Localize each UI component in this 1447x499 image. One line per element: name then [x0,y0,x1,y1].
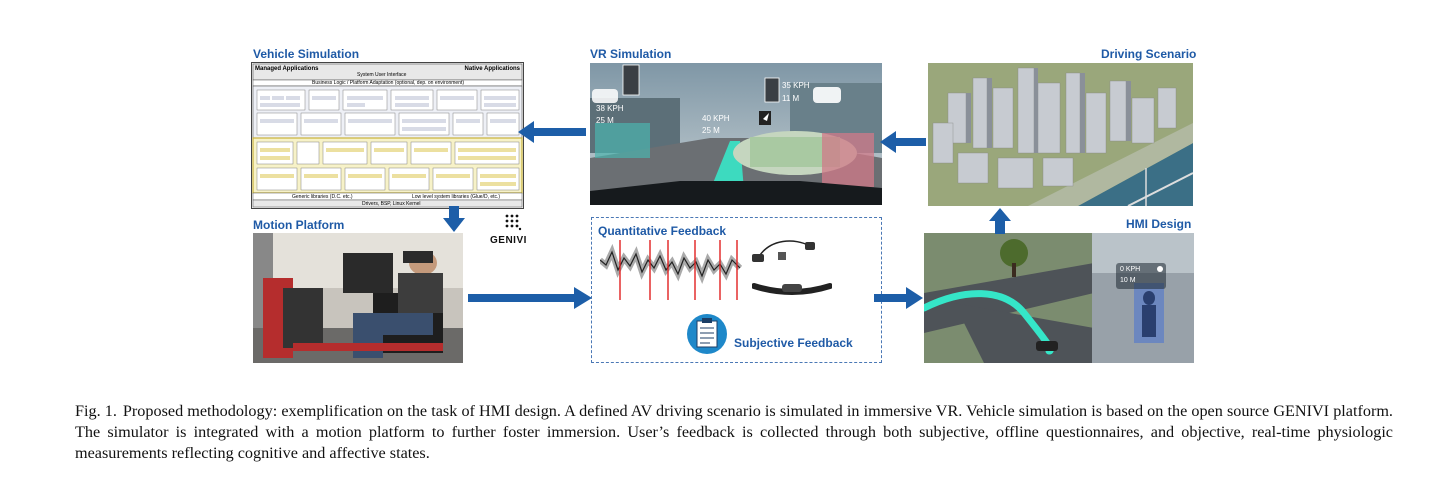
arrow-vr-to-vehicle [518,121,586,143]
subjective-feedback-label: Subjective Feedback [734,336,853,350]
hmi-design-label: HMI Design [1126,217,1192,231]
vs-drivers: Drivers, BSP, Linux Kernel [362,201,421,207]
feedback-box [591,217,882,363]
driving-scenario-image [928,63,1193,206]
vr-simulation-label: VR Simulation [590,47,672,61]
physiologic-signal-plot [600,240,742,300]
vr-dist-left: 25 M [596,116,614,125]
figure-caption-label: Fig. 1. [75,402,117,420]
arrow-scenario-to-vr [880,131,926,153]
vehicle-simulation-label: Vehicle Simulation [253,47,360,61]
vs-business-logic: Business Logic / Platform Adaptation (op… [312,80,465,86]
vs-low-level-libs: Low level system libraries (Glue/D, etc.… [412,194,501,200]
vehicle-simulation-diagram: Managed Applications Native Applications… [251,62,524,209]
arrow-feedback-to-hmi [874,287,923,309]
motion-platform-label: Motion Platform [253,218,345,232]
arrow-motion-to-feedback [468,287,592,309]
vr-dist-right: 11 M [782,94,800,103]
driving-scenario-label: Driving Scenario [1101,47,1197,61]
vs-managed-apps: Managed Applications [255,66,319,72]
chest-strap-icon [752,283,832,295]
quantitative-feedback-label: Quantitative Feedback [598,224,727,238]
figure-caption-text: Proposed methodology: exemplification on… [75,402,1393,462]
questionnaire-icon [687,314,727,354]
hmi-speed: 0 KPH [1120,266,1141,273]
vr-speed-right: 35 KPH [782,81,810,90]
genivi-logo-icon [505,214,522,231]
vr-speed-left: 38 KPH [596,104,624,113]
hmi-dist: 10 M [1120,277,1136,284]
motion-platform-image [253,233,463,363]
figure-caption: Fig. 1.Proposed methodology: exemplifica… [75,401,1393,464]
vr-simulation-image: 38 KPH 25 M 40 KPH 25 M 35 KPH 11 M [590,63,882,205]
vs-generic-libs: Generic libraries (D.C. etc.) [292,194,353,200]
arrow-hmi-to-scenario [989,208,1011,234]
sensor-device-icon [752,240,815,262]
arrow-vehicle-to-motion [443,206,465,232]
genivi-label: GENIVI [490,235,527,246]
vr-dist-mid: 25 M [702,126,720,135]
vs-native-apps: Native Applications [464,66,520,72]
hmi-design-image: 0 KPH 10 M [924,233,1194,363]
vs-system-ui: System User Interface [357,72,407,78]
vr-speed-mid: 40 KPH [702,114,730,123]
